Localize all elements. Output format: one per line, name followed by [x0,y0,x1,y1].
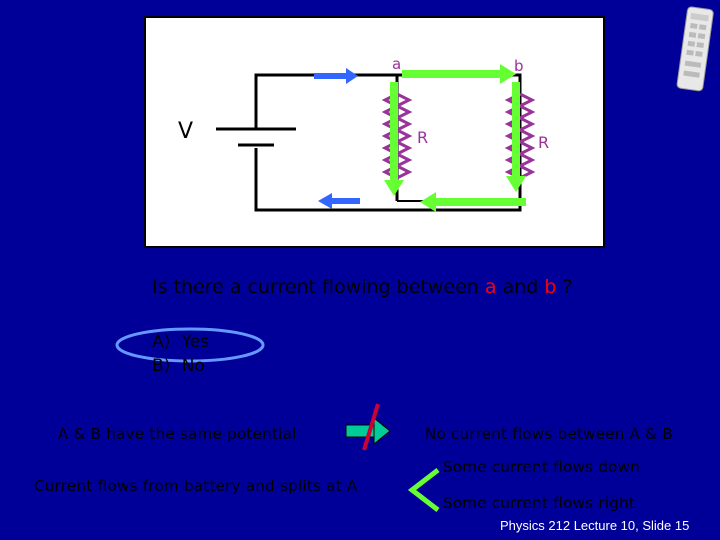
answer-b-letter: B) [152,356,171,376]
question-prefix: Is there a current flowing between [152,276,485,298]
current-splits-note: Current flows from battery and splits at… [34,477,358,495]
some-current-down-note: Some current flows down [443,458,641,476]
green-arrow-down-right-icon [506,82,526,192]
circuit-wires [254,73,522,212]
battery-label: V [178,119,193,144]
resistor-1-zigzag-right [393,92,413,180]
question-middle: and [496,276,545,298]
answer-highlight-ellipse [115,327,265,363]
clicker-remote-icon [676,6,714,92]
split-arrow-icon [407,468,440,512]
same-potential-note: A & B have the same potential [58,425,297,443]
resistor-1-label: R [417,128,428,147]
circuit-schematic: V R R a b [178,55,549,212]
green-arrow-bottom-left-icon [420,192,526,212]
green-arrow-down-left-icon [384,82,404,196]
resistor-2-label: R [538,133,549,152]
circuit-diagram: V R R a b [144,16,605,248]
battery-symbol [216,127,296,147]
no-current-note: No current flows between A & B [425,425,673,443]
current-arrow-left-icon [318,193,360,209]
no-current-arrow-icon [345,403,391,451]
node-a-label: a [392,55,401,73]
answer-a-text: Yes [181,332,210,352]
answer-option-a[interactable]: A) Yes [152,332,209,352]
answer-option-b[interactable]: B) No [152,356,205,376]
question-node-b: b [544,276,557,298]
question-text: Is there a current flowing between a and… [152,276,573,298]
slide-footer: Physics 212 Lecture 10, Slide 15 [500,518,690,533]
question-suffix: ? [556,276,573,298]
node-b-label: b [514,57,524,75]
green-arrow-a-to-b-icon [402,64,516,84]
current-arrow-right-icon [314,68,358,84]
some-current-right-note: Some current flows right [443,494,636,512]
question-node-a: a [484,276,497,298]
resistor-2-zigzag-right [516,92,536,180]
answer-b-text: No [181,356,205,376]
answer-a-letter: A) [152,332,171,352]
